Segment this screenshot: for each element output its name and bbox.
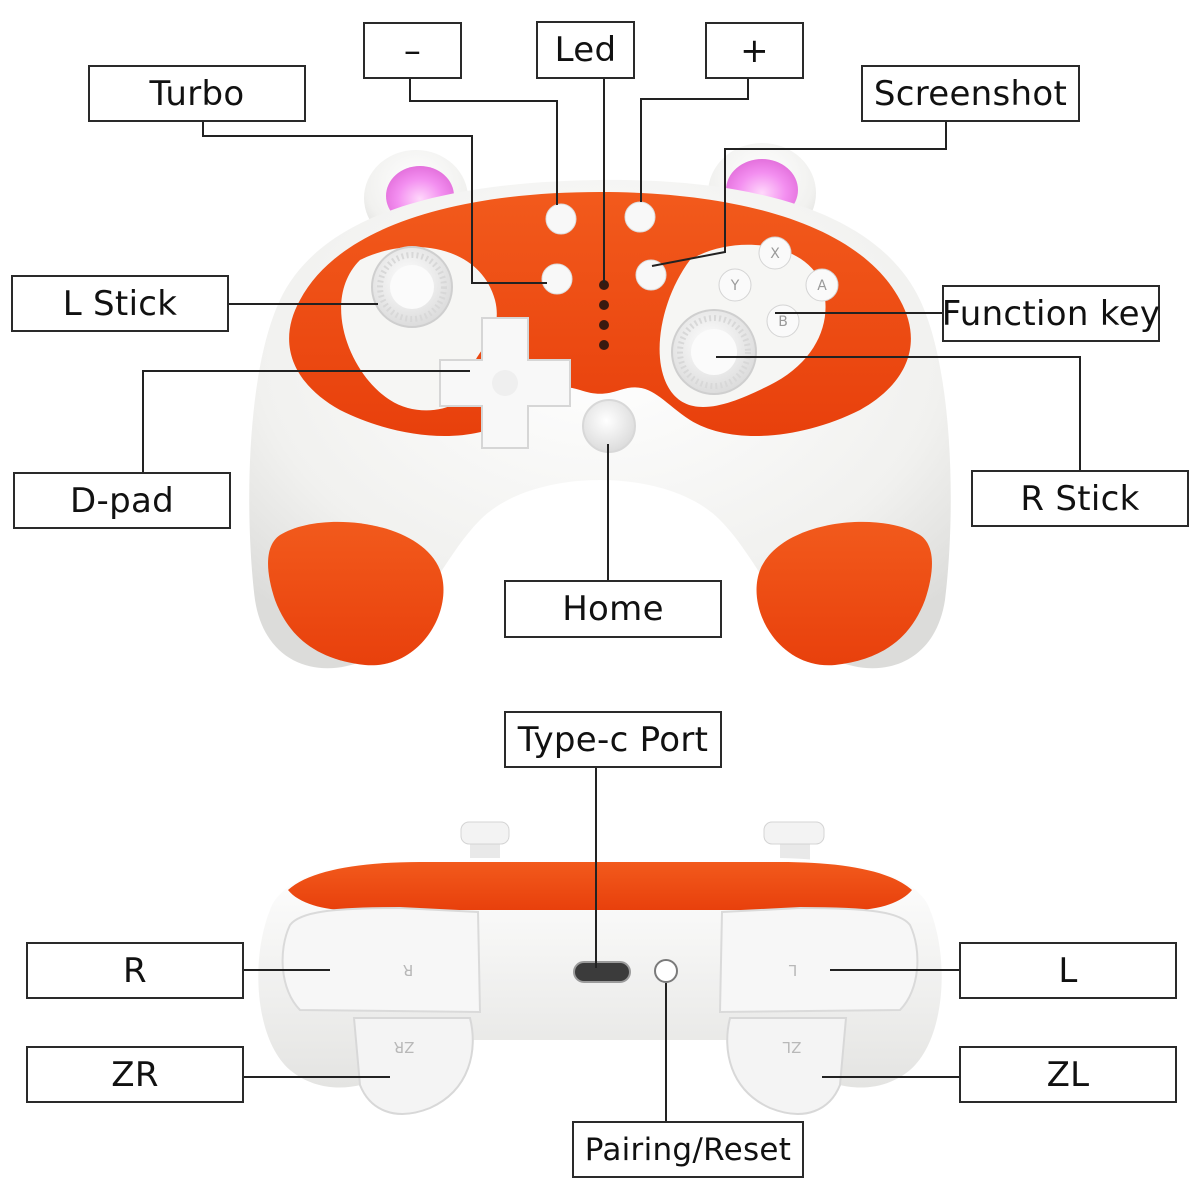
plus-label[interactable]: +	[705, 22, 804, 79]
plus-button-shape	[624, 201, 656, 233]
led-label[interactable]: Led	[536, 21, 635, 79]
engraved-zl: ZL	[782, 1038, 801, 1056]
engraved-l: L	[788, 961, 797, 979]
r-bumper-shape	[281, 906, 482, 1014]
pairing-reset-label[interactable]: Pairing/Reset	[572, 1121, 804, 1178]
controller-top-view: X Y A B	[249, 143, 951, 669]
r-label[interactable]: R	[26, 942, 244, 999]
turbo-label[interactable]: Turbo	[88, 65, 306, 122]
zr-label[interactable]: ZR	[26, 1046, 244, 1103]
minus-label[interactable]: –	[363, 22, 462, 79]
screenshot-button-shape	[635, 259, 667, 291]
center-buttons	[541, 201, 667, 453]
minus-button-shape	[545, 203, 577, 235]
engraved-r: R	[403, 961, 413, 979]
controller-rear-view: R L ZR ZL	[258, 821, 942, 1115]
home-label[interactable]: Home	[504, 580, 722, 638]
l-label[interactable]: L	[959, 942, 1177, 999]
face-button-b: B	[778, 314, 788, 330]
r-stick-label[interactable]: R Stick	[971, 470, 1189, 527]
screenshot-label[interactable]: Screenshot	[861, 65, 1080, 122]
right-grip-accent	[756, 521, 932, 666]
d-pad	[439, 317, 571, 449]
rear-sticks	[460, 821, 825, 872]
zl-trigger-shape	[726, 1017, 848, 1115]
engraved-zr: ZR	[394, 1038, 415, 1056]
zl-label[interactable]: ZL	[959, 1046, 1177, 1103]
reset-hole-shape	[654, 959, 678, 983]
face-button-a: A	[817, 278, 827, 294]
zr-trigger-shape	[352, 1017, 474, 1115]
left-grip-accent	[268, 521, 444, 666]
type-c-port-label[interactable]: Type-c Port	[504, 711, 722, 768]
turbo-button-shape	[541, 263, 573, 295]
rear-red-band	[288, 862, 912, 911]
right-stick	[671, 309, 757, 395]
face-button-y: Y	[730, 278, 740, 294]
function-key-label[interactable]: Function key	[942, 285, 1160, 342]
type-c-port-shape	[573, 961, 631, 983]
face-button-x: X	[770, 246, 780, 262]
face-buttons: X Y A B	[718, 236, 839, 338]
l-bumper-shape	[718, 906, 919, 1014]
l-stick-label[interactable]: L Stick	[11, 275, 229, 332]
left-stick	[371, 246, 453, 328]
d-pad-label[interactable]: D-pad	[13, 472, 231, 529]
